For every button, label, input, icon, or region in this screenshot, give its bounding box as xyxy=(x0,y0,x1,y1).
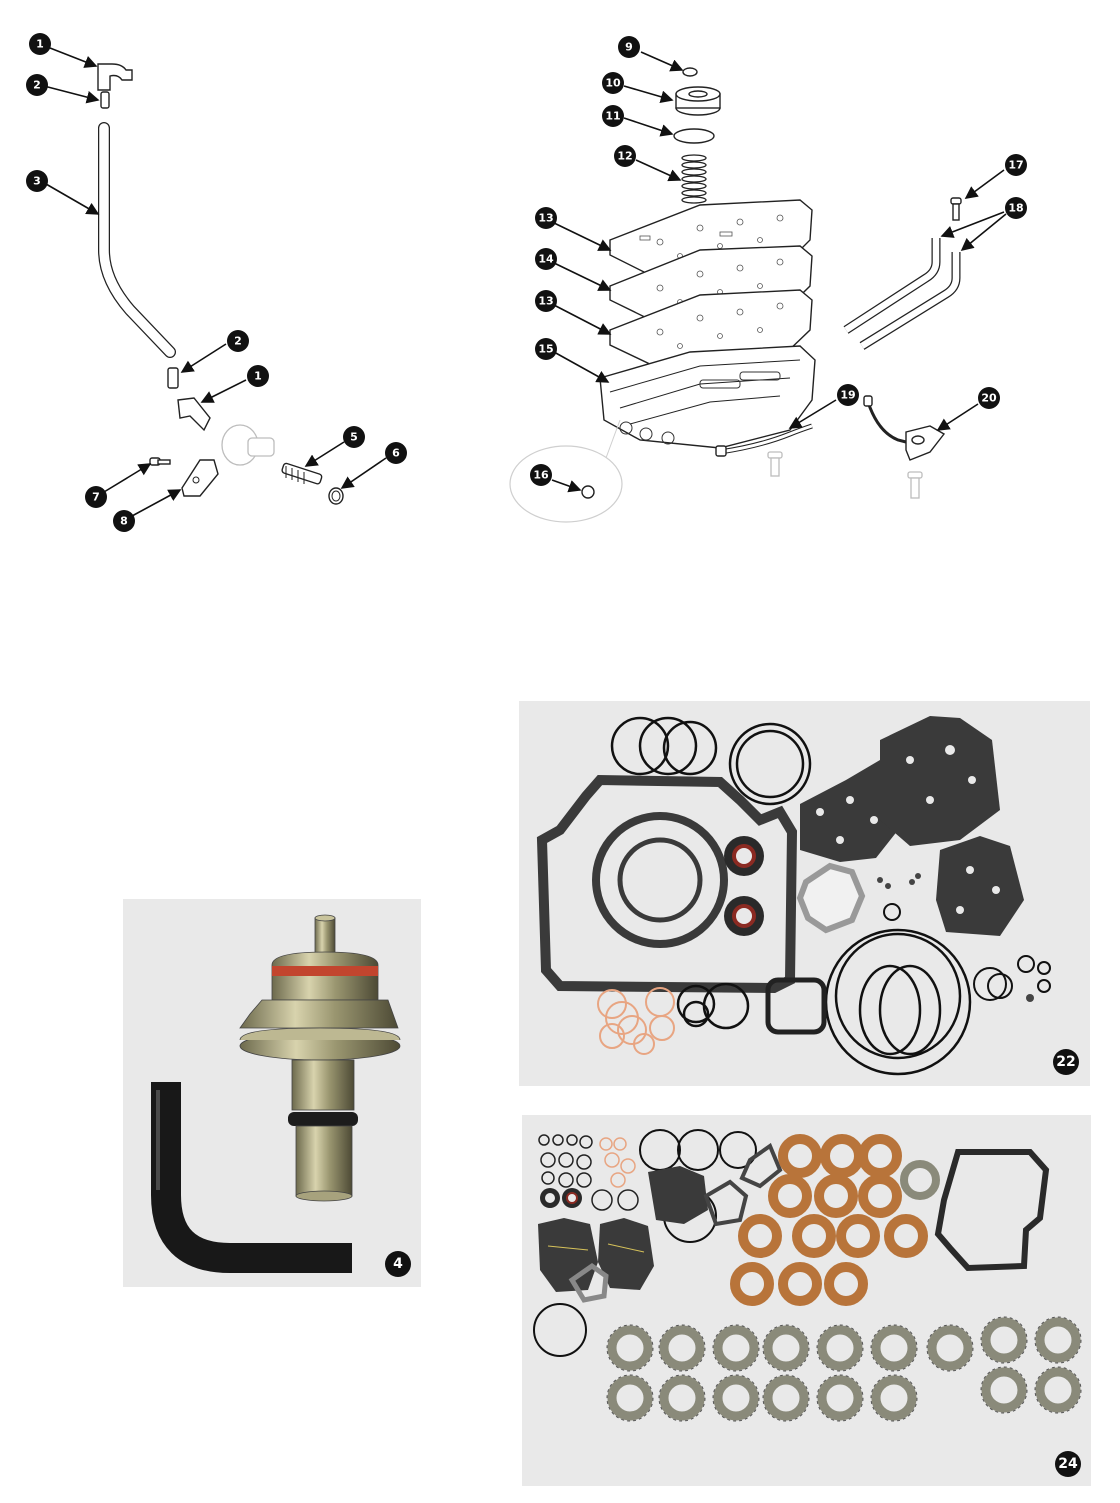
svg-text:2: 2 xyxy=(33,79,41,92)
svg-text:6: 6 xyxy=(392,447,400,460)
valve-body-exploded-view xyxy=(509,67,962,523)
check-ball-detail-circle xyxy=(509,445,623,523)
leader-arrows xyxy=(43,47,1007,517)
ghost-bolts xyxy=(767,451,923,499)
steel-clutch-plates xyxy=(607,1317,1081,1421)
accumulator-piston xyxy=(675,86,721,116)
svg-text:17: 17 xyxy=(1008,159,1023,172)
accumulator-spring xyxy=(681,154,707,204)
callout-24: 24 xyxy=(1055,1451,1081,1477)
svg-text:5: 5 xyxy=(350,431,358,444)
callout-8: 8 xyxy=(113,510,135,532)
callout-2-top: 2 xyxy=(26,74,48,96)
callout-20: 20 xyxy=(978,387,1000,409)
callout-1-top: 1 xyxy=(29,33,51,55)
callout-11: 11 xyxy=(602,105,624,127)
photo-panel-gasket-kit xyxy=(519,701,1090,1086)
svg-text:4: 4 xyxy=(393,1256,403,1272)
callout-9: 9 xyxy=(618,36,640,58)
svg-text:10: 10 xyxy=(605,77,621,90)
callout-18: 18 xyxy=(1005,197,1027,219)
callout-17: 17 xyxy=(1005,154,1027,176)
callout-7: 7 xyxy=(85,486,107,508)
modulator-ghost xyxy=(221,424,275,466)
callout-12: 12 xyxy=(614,145,636,167)
svg-text:16: 16 xyxy=(533,469,549,482)
svg-text:13: 13 xyxy=(538,212,553,225)
svg-text:8: 8 xyxy=(120,515,128,528)
piston-seal-ring xyxy=(673,128,715,144)
friction-discs xyxy=(730,1134,928,1306)
svg-text:19: 19 xyxy=(840,389,855,402)
svg-text:1: 1 xyxy=(254,370,262,383)
callout-5: 5 xyxy=(343,426,365,448)
o-ring-small xyxy=(328,487,344,505)
svg-text:22: 22 xyxy=(1056,1054,1075,1070)
wiring-harness xyxy=(715,423,813,457)
retaining-bolt xyxy=(149,457,171,466)
callout-4: 4 xyxy=(385,1251,411,1277)
solenoid-sensor xyxy=(863,395,946,461)
svg-text:9: 9 xyxy=(625,41,633,54)
fitting-top xyxy=(100,91,110,109)
modulator-valve xyxy=(281,462,323,485)
callout-14: 14 xyxy=(535,248,557,270)
svg-text:12: 12 xyxy=(617,150,632,163)
elbow-hose-top xyxy=(97,63,133,91)
svg-text:1: 1 xyxy=(36,38,44,51)
elbow-hose-lower xyxy=(177,397,211,432)
svg-text:2: 2 xyxy=(234,335,242,348)
svg-text:11: 11 xyxy=(605,110,620,123)
mounting-bolt xyxy=(950,197,962,221)
retaining-clamp xyxy=(181,459,219,497)
svg-text:13: 13 xyxy=(538,295,553,308)
callout-22: 22 xyxy=(1053,1049,1079,1075)
callout-1-lower: 1 xyxy=(247,365,269,387)
callout-6: 6 xyxy=(385,442,407,464)
callout-16: 16 xyxy=(530,464,552,486)
svg-text:7: 7 xyxy=(92,491,100,504)
callout-19: 19 xyxy=(837,384,859,406)
steel-clutch-plates-teeth xyxy=(606,1316,1082,1422)
check-ball xyxy=(581,485,595,499)
callout-13-upper: 13 xyxy=(535,207,557,229)
seal-ring-9 xyxy=(682,67,698,77)
svg-text:20: 20 xyxy=(981,392,997,405)
callout-2-lower: 2 xyxy=(227,330,249,352)
vacuum-line-exploded-view xyxy=(97,63,344,505)
callout-3: 3 xyxy=(26,170,48,192)
svg-text:18: 18 xyxy=(1008,202,1023,215)
photo-panel-modulator xyxy=(123,899,421,1287)
svg-text:24: 24 xyxy=(1058,1456,1078,1472)
valve-body xyxy=(599,345,816,449)
callout-10: 10 xyxy=(602,72,624,94)
svg-text:14: 14 xyxy=(538,253,554,266)
callout-13-lower: 13 xyxy=(535,290,557,312)
svg-text:3: 3 xyxy=(33,175,41,188)
oil-feed-tubes xyxy=(843,238,961,350)
fitting-lower xyxy=(167,367,179,389)
svg-text:15: 15 xyxy=(538,343,553,356)
callout-15: 15 xyxy=(535,338,557,360)
